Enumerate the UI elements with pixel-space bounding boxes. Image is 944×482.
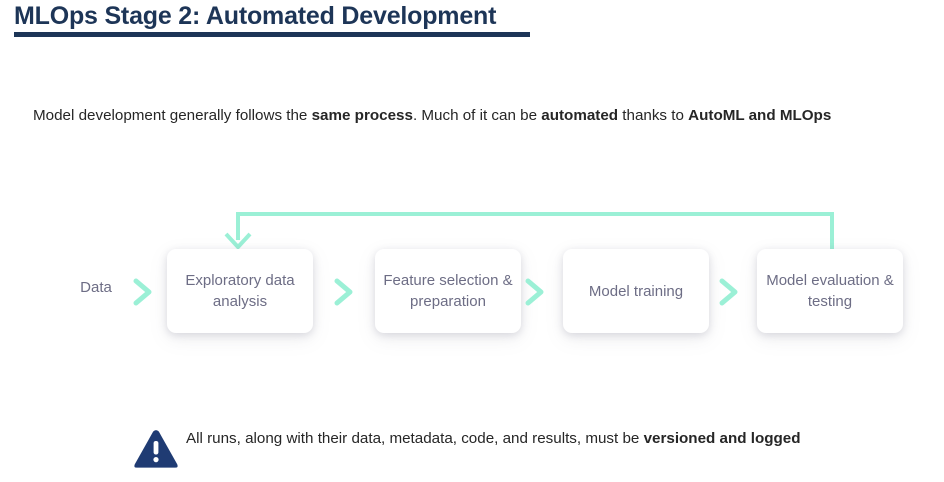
body-paragraph: Model development generally follows the … [33, 107, 832, 124]
title-underline [14, 32, 530, 37]
flow-node-exploratory-data-analysis[interactable]: Exploratory data analysis [167, 249, 313, 333]
flow-node-feature-selection-preparation[interactable]: Feature selection & preparation [375, 249, 521, 333]
warning-triangle-icon [134, 430, 178, 468]
feedback-loop-arrow-icon [224, 212, 834, 254]
page-title: MLOps Stage 2: Automated Development [14, 2, 497, 30]
flow-node-model-training[interactable]: Model training [563, 249, 709, 333]
process-flow-diagram: Data Exploratory data analysis Feature s… [0, 200, 944, 360]
chevron-right-icon [130, 277, 156, 307]
flow-node-model-evaluation-testing[interactable]: Model evaluation & testing [757, 249, 903, 333]
warning-note-text: All runs, along with their data, metadat… [186, 430, 801, 447]
chevron-right-icon [331, 277, 357, 307]
chevron-right-icon [716, 277, 742, 307]
chevron-right-icon [522, 277, 548, 307]
flow-source-label: Data [80, 279, 112, 296]
